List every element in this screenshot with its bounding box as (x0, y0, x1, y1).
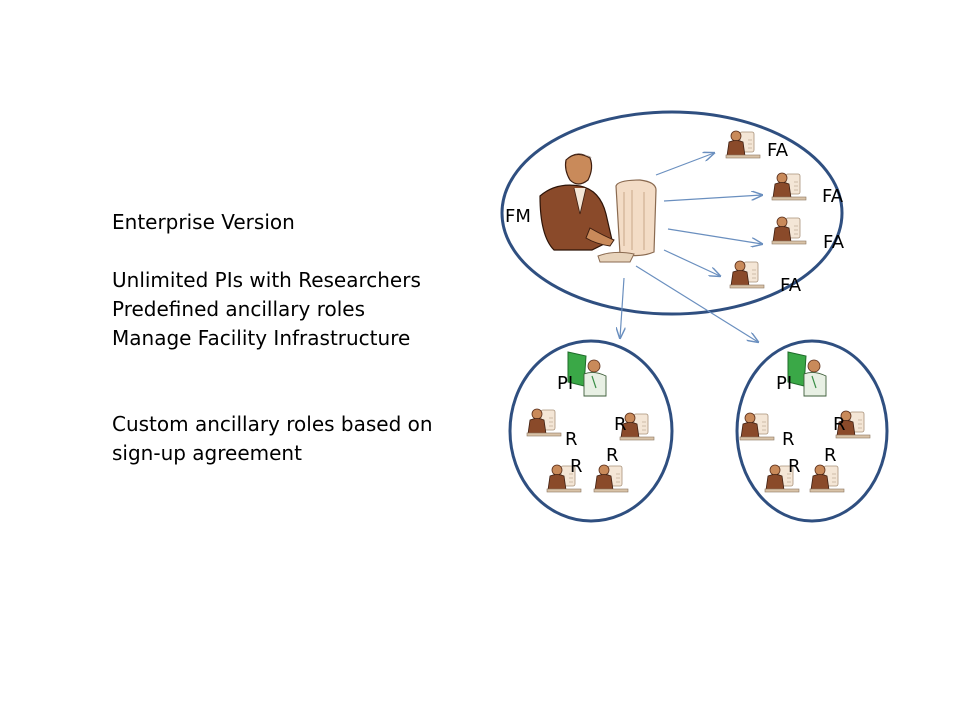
custom-roles-line1: Custom ancillary roles based on (112, 412, 433, 436)
arrow (620, 277, 624, 338)
arrow (667, 228, 762, 244)
pi-group-right-ellipse (735, 339, 889, 523)
fa-label: FA (767, 140, 789, 161)
facility-admin-figure (729, 260, 765, 289)
pi-figure (787, 351, 827, 397)
fm-label: FM (505, 206, 531, 227)
custom-roles-line2: sign-up agreement (112, 441, 302, 465)
researcher-label: R (614, 414, 627, 435)
researcher-label: R (833, 414, 846, 435)
researcher-label: R (824, 445, 837, 466)
custom-roles-text: Custom ancillary roles based on sign-up … (112, 410, 433, 468)
researcher-figure (526, 408, 562, 437)
researcher-figure (739, 412, 775, 441)
researcher-label: R (570, 456, 583, 477)
feature-item: Predefined ancillary roles (112, 297, 365, 321)
facility-ellipse (500, 110, 844, 316)
pi-label: PI (557, 373, 573, 394)
arrow (655, 153, 714, 176)
fa-label: FA (823, 232, 845, 253)
researcher-figure (593, 464, 629, 493)
arrow (663, 195, 762, 202)
facility-admin-figure (725, 130, 761, 159)
feature-list: Unlimited PIs with Researchers Predefine… (112, 266, 421, 353)
fa-label: FA (780, 275, 802, 296)
researcher-figure (809, 464, 845, 493)
researcher-label: R (565, 429, 578, 450)
arrow (635, 265, 758, 342)
fa-label: FA (822, 186, 844, 207)
facility-admin-figure (771, 172, 807, 201)
enterprise-heading: Enterprise Version (112, 208, 295, 237)
researcher-label: R (782, 429, 795, 450)
facility-manager-figure (539, 153, 657, 263)
feature-item: Unlimited PIs with Researchers (112, 268, 421, 292)
facility-admin-figure (771, 216, 807, 245)
pi-group-left-ellipse (508, 339, 674, 523)
pi-figure (567, 351, 607, 397)
feature-item: Manage Facility Infrastructure (112, 326, 411, 350)
heading-text: Enterprise Version (112, 210, 295, 234)
researcher-label: R (788, 456, 801, 477)
arrow (663, 249, 720, 276)
pi-label: PI (776, 373, 792, 394)
researcher-label: R (606, 445, 619, 466)
